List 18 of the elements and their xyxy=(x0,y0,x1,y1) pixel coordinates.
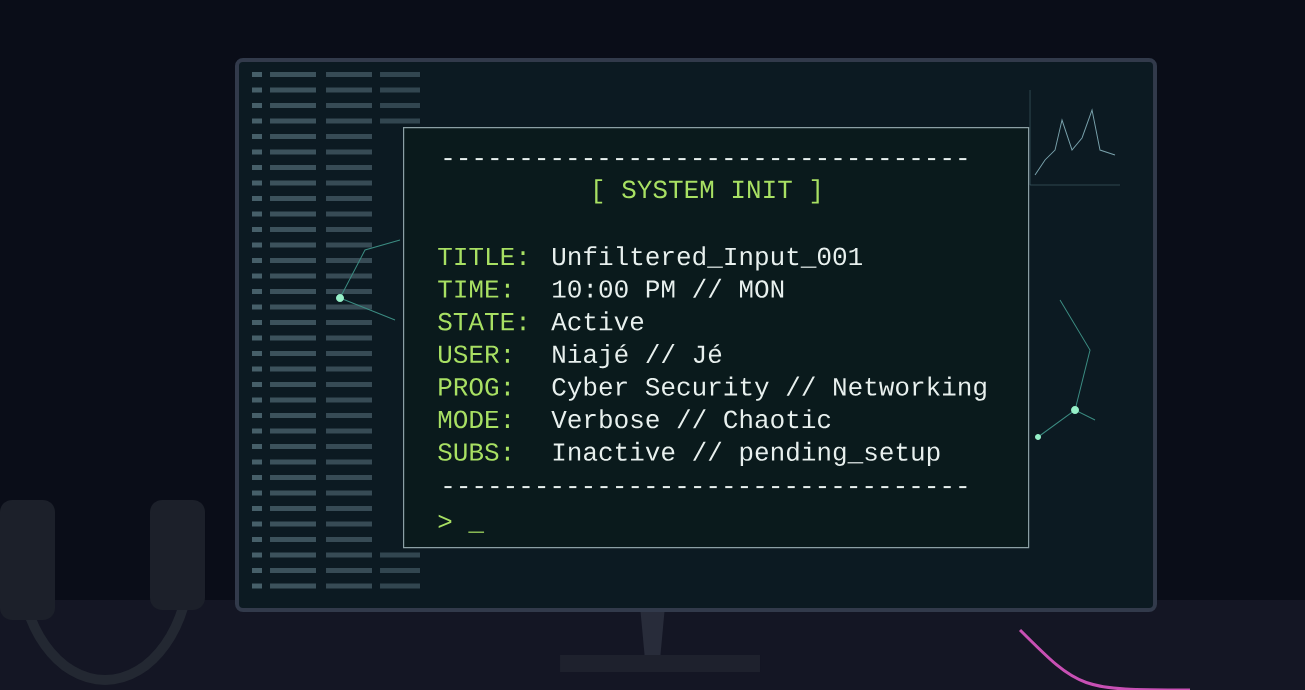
field-label: SUBS: xyxy=(438,443,509,461)
divider-line: ---------------------------------- xyxy=(444,486,967,489)
divider-line: ---------------------------------- xyxy=(444,158,967,161)
field-label: PROG: xyxy=(439,378,509,396)
field-label: STATE: xyxy=(438,312,525,331)
field-label: TITLE: xyxy=(438,247,525,265)
field-label: MODE: xyxy=(438,410,509,429)
terminal-heading: [ SYSTEM INIT ] xyxy=(595,179,819,204)
field-value: Unfiltered_Input_001 xyxy=(553,246,862,271)
field-label: USER: xyxy=(439,345,509,364)
field-value: Cyber Security // Networking xyxy=(552,376,986,401)
field-value: 10:00 PM // MON xyxy=(553,278,784,298)
field-value: Niajé // Jé xyxy=(553,343,722,369)
field-label: TIME: xyxy=(438,280,509,298)
field-value: Inactive // pending_setup xyxy=(553,441,940,466)
command-prompt: > _ xyxy=(438,514,485,533)
field-value: Active xyxy=(551,311,644,331)
field-value: Verbose // Chaotic xyxy=(551,409,831,429)
